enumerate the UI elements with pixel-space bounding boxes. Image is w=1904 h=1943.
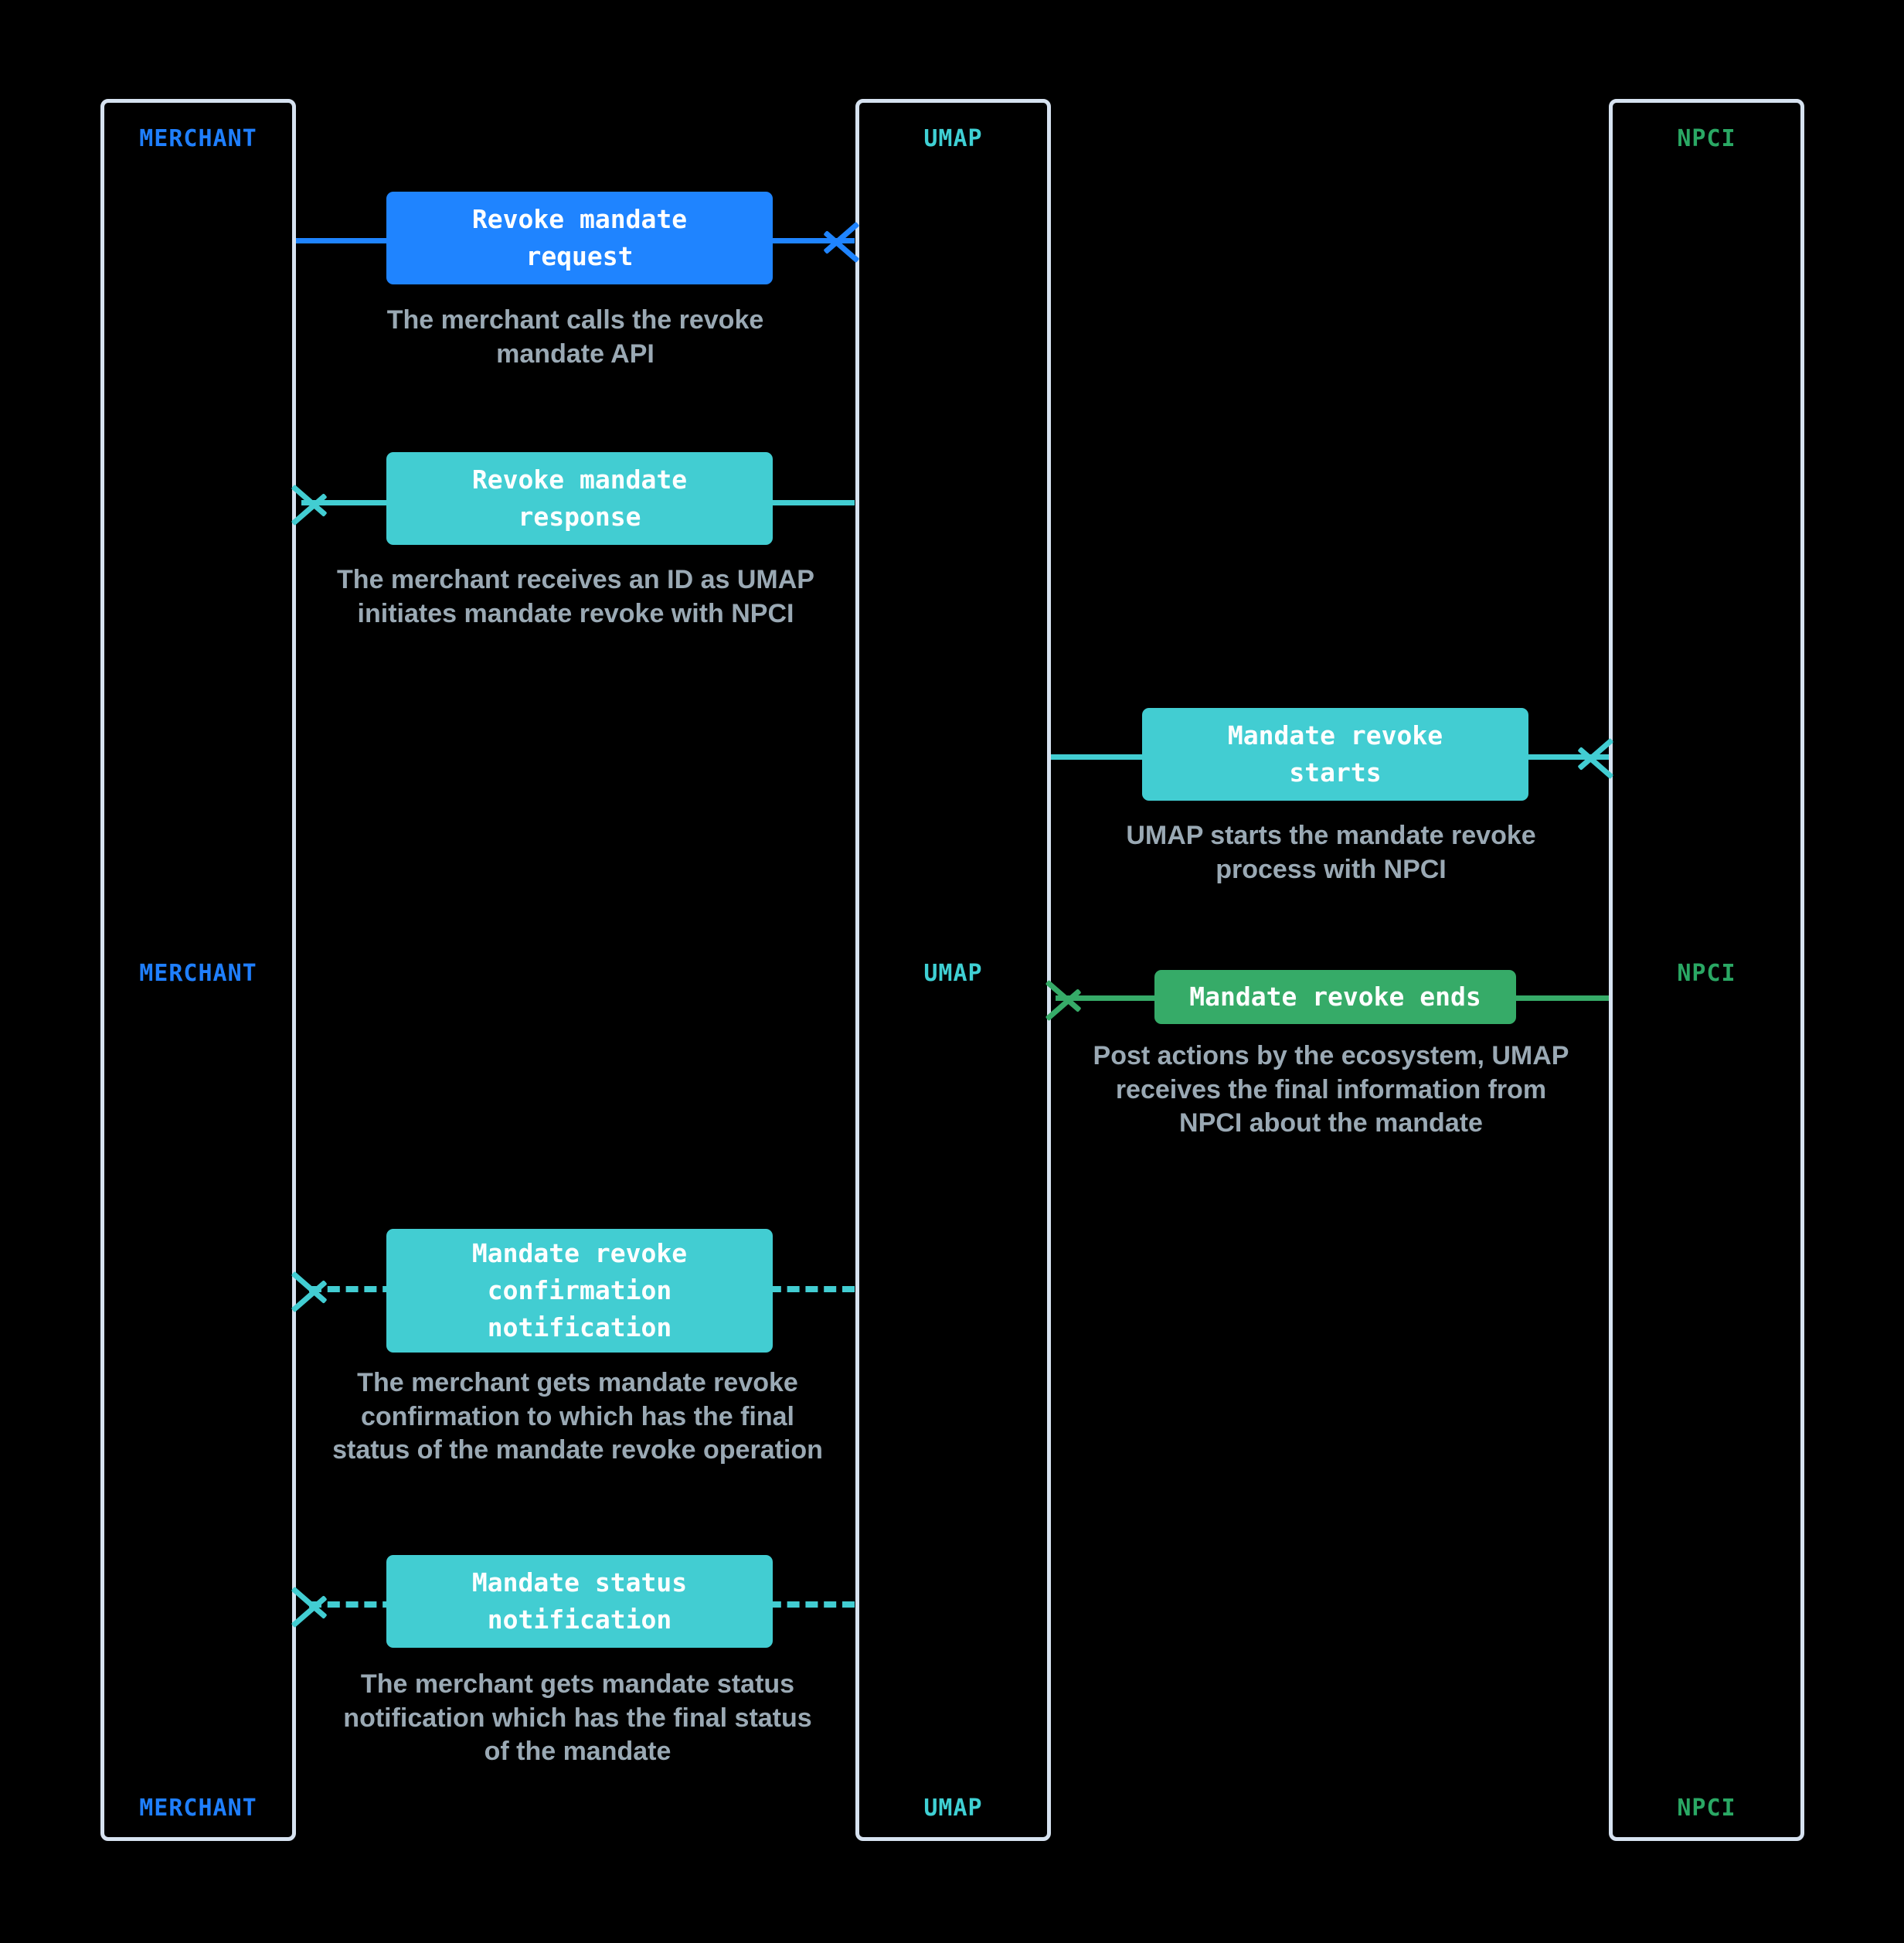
participant-label-merchant-bottom: MERCHANT <box>139 1795 257 1822</box>
arrowhead-right-m1 <box>819 210 860 269</box>
arrowhead-left-m5 <box>291 1260 332 1319</box>
participant-label-umap-top: UMAP <box>923 125 983 152</box>
message-caption-m1: The merchant calls the revoke mandate AP… <box>386 305 764 369</box>
participant-label-merchant-top: MERCHANT <box>139 125 257 152</box>
participant-label-npci-middle: NPCI <box>1677 960 1736 987</box>
participant-label-umap-middle: UMAP <box>923 960 983 987</box>
arrowhead-left-m6 <box>291 1575 332 1634</box>
arrowhead-left-m4 <box>1045 968 1086 1027</box>
lifeline-npci <box>1609 99 1804 1841</box>
message-box-m2[interactable]: Revoke mandate response <box>386 452 773 545</box>
message-caption-m2: The merchant receives an ID as UMAP init… <box>337 565 814 628</box>
participant-label-npci-bottom: NPCI <box>1677 1795 1736 1822</box>
lifeline-merchant <box>100 99 296 1841</box>
message-box-m6[interactable]: Mandate status notification <box>386 1555 773 1648</box>
participant-label-umap-bottom: UMAP <box>923 1795 983 1822</box>
message-box-m5[interactable]: Mandate revoke confirmation notification <box>386 1229 773 1353</box>
message-caption-m4: Post actions by the ecosystem, UMAP rece… <box>1093 1041 1569 1138</box>
lifeline-umap <box>855 99 1051 1841</box>
message-caption-m6: The merchant gets mandate status notific… <box>343 1669 812 1767</box>
message-caption-m3: UMAP starts the mandate revoke process w… <box>1126 821 1536 884</box>
arrowhead-right-m3 <box>1573 726 1614 785</box>
message-box-m1[interactable]: Revoke mandate request <box>386 192 773 284</box>
participant-label-npci-top: NPCI <box>1677 125 1736 152</box>
message-box-m4[interactable]: Mandate revoke ends <box>1154 970 1516 1024</box>
message-caption-m5: The merchant gets mandate revoke confirm… <box>332 1368 823 1465</box>
participant-label-merchant-middle: MERCHANT <box>139 960 257 987</box>
message-box-m3[interactable]: Mandate revoke starts <box>1142 708 1528 801</box>
arrowhead-left-m2 <box>291 473 332 532</box>
